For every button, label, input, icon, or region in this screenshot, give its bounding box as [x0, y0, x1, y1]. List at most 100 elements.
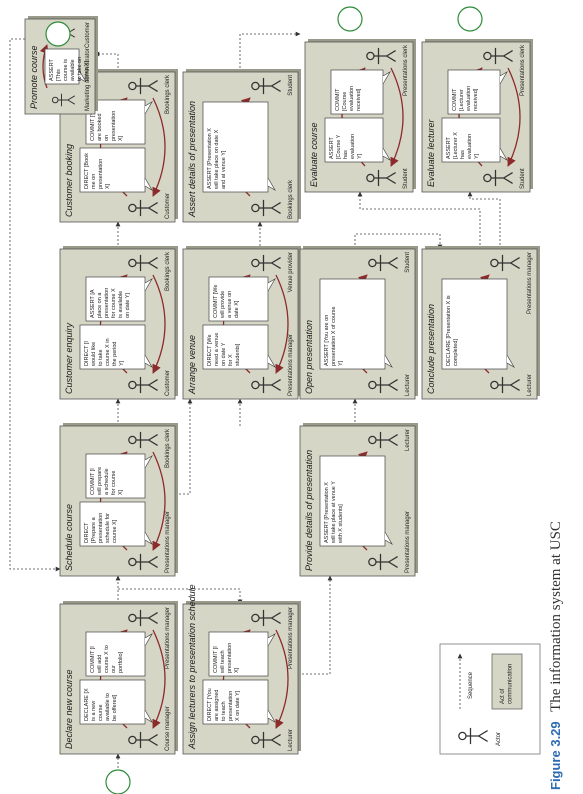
message-text: DECLARE [Presentation X iscompleted] — [446, 295, 459, 366]
actor-icon — [128, 731, 158, 749]
box-background — [59, 425, 176, 577]
bubble-tail — [144, 455, 153, 469]
box-title: Conclude presentation — [426, 304, 436, 394]
actor-icon — [251, 609, 281, 627]
bubble-tail — [144, 354, 153, 368]
box-background — [59, 603, 176, 755]
response-arc — [152, 451, 166, 551]
bubble-tail — [384, 354, 393, 368]
actor-icon — [251, 199, 281, 217]
response-arc — [152, 274, 166, 374]
sequence-arrow — [175, 398, 193, 495]
left-actor-label: Customer — [165, 193, 171, 219]
speech-bubble — [85, 99, 146, 145]
actor-icon — [251, 254, 281, 272]
left-actor-label: Presentations manager — [165, 511, 171, 573]
box-title: Customer enquiry — [64, 322, 74, 394]
actor-icon — [128, 254, 158, 272]
actor-icon — [458, 727, 488, 745]
right-actor-label: Bookings clerk — [165, 428, 171, 468]
speech-bubble — [85, 453, 146, 499]
right-actor-label: Presentations clerk — [403, 44, 409, 96]
actor-icon — [483, 169, 513, 187]
communication-arc — [39, 44, 49, 89]
left-actor-label: Presentations manager — [288, 334, 294, 396]
speech-bubble — [202, 101, 269, 193]
actor-icon — [368, 431, 398, 449]
box-background — [59, 248, 176, 400]
sequence-arrow — [9, 38, 61, 572]
right-actor-label: Venue provider — [288, 252, 294, 292]
message-text: DIRECT [Weneed a venueon date Yfor Xstud… — [207, 333, 241, 366]
sequence-arrow — [357, 191, 481, 249]
actor-icon — [128, 609, 158, 627]
left-actor-label: Lecturer — [405, 374, 411, 396]
box-title: Evaluate course — [309, 122, 319, 187]
speech-bubble — [85, 631, 146, 677]
actor-icon — [368, 376, 398, 394]
speech-bubble — [79, 679, 146, 725]
box-title: Declare new course — [64, 669, 74, 749]
speech-bubble — [208, 276, 269, 322]
response-arc — [275, 629, 289, 729]
speech-bubble — [202, 679, 269, 725]
message-text: ASSERT [You are onpresentation X of cour… — [324, 306, 344, 366]
terminal-node — [45, 21, 71, 47]
speech-bubble — [441, 117, 501, 163]
message-text: ASSERT[Thiscourse isavailableto take ond… — [49, 57, 90, 81]
actor-icon — [366, 47, 396, 65]
bubble-tail — [267, 278, 276, 292]
bubble-tail — [267, 709, 276, 723]
bubble-tail — [499, 71, 508, 85]
message-text: ASSERT [Presentation Xwill take place on… — [207, 128, 227, 190]
left-actor-label: Bookings clerk — [288, 179, 294, 219]
start-end-terminals — [45, 6, 483, 794]
left-actor-label: Course manager — [165, 706, 171, 751]
actor-icon — [490, 376, 520, 394]
activity-box-declare: Declare new course Course manager Presenta… — [59, 601, 178, 755]
left-actor-label: Lecturer — [288, 729, 294, 751]
message-text: ASSERT [Aplace on apresentationfor cours… — [90, 288, 131, 318]
box-title: Assert details of presentation — [187, 101, 197, 218]
bubble-tail — [382, 71, 391, 85]
right-actor-label: Student — [288, 75, 294, 96]
message-text: ASSERT[Course YhasevaluationY] — [329, 134, 363, 159]
speech-bubble — [79, 501, 146, 547]
actor-icon — [51, 93, 76, 107]
message-text: DECLARE [Xis a newcourseavailable tobe o… — [84, 688, 118, 721]
response-arc — [507, 67, 521, 167]
sequence-arrow — [118, 588, 243, 605]
right-actor-label: Bookings clerk — [165, 74, 171, 114]
message-text: COMMIT [Wewill providea venue ondate X] — [213, 285, 240, 319]
box-title: Evaluate lecturer — [426, 118, 436, 187]
speech-bubble — [319, 455, 386, 547]
left-actor-label: Student — [403, 168, 409, 189]
activity-boxes: Declare new course Course manager Presenta… — [24, 16, 540, 755]
actor-icon — [128, 199, 158, 217]
actor-icon — [251, 376, 281, 394]
box-title: Assign lecturers to presentation schedul… — [187, 584, 197, 750]
speech-bubble — [85, 276, 146, 322]
right-actor-label: Presentations clerk — [520, 44, 526, 96]
bubble-tail — [144, 101, 153, 115]
right-actor-label: Bookings clerk — [165, 251, 171, 291]
left-actor-label: Lecturer — [527, 374, 533, 396]
bubble-tail — [382, 147, 391, 161]
actor-icon — [490, 254, 520, 272]
box-background — [182, 603, 299, 755]
message-text: COMMIT [Iwill preparea schedulefor cours… — [90, 467, 124, 496]
actor-icon — [483, 47, 513, 65]
bubble-tail — [499, 147, 508, 161]
box-title: Provide details of presentation — [304, 450, 314, 571]
actor-icon — [128, 77, 158, 95]
right-actor-label: Presentations manager — [165, 607, 171, 669]
speech-bubble — [44, 48, 80, 85]
left-actor-label: Customer — [165, 370, 171, 396]
